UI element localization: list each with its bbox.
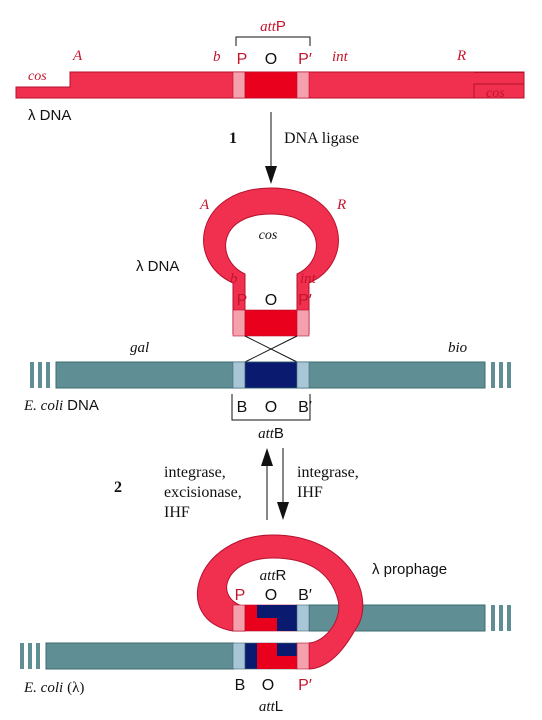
site-bprime-box [296,361,310,389]
site-pprime-label: P′ [298,51,312,68]
gene-a-label: A [72,48,83,64]
bio-label: bio [448,340,468,356]
lambda-circle-ring [203,187,339,335]
site-o-label: O [265,51,277,68]
attr-o-blue-part [257,605,297,631]
cos-left-end [16,87,70,98]
lambda-outline [15,71,525,99]
attr-site-bprime-label: B′ [298,587,312,604]
lower-ecoli-strand [45,642,235,670]
cos-right-end [474,73,524,84]
step-1: 1 DNA ligase [229,112,359,184]
prophage-ring [196,534,364,670]
step2-left-line-3: IHF [164,504,190,521]
ecoli-right-tick-3 [507,362,511,388]
upper-right-tick-3 [507,605,511,631]
circular-lambda: A R cos λ DNA b int P O P′ [136,187,346,337]
step2-number: 2 [114,479,122,496]
step2-right-line-1: integrase, [297,464,359,481]
site-b-box [232,361,246,389]
step-2: 2 integrase, excisionase, IHF integrase,… [114,448,359,521]
mid-site-p-box [232,309,246,337]
cos-right-label: cos [486,86,505,101]
linear-lambda-dna: attP cos A b P O P′ int R cos λ DNA [15,18,525,124]
attb-label: attB [258,425,284,442]
attl-o-red-part [257,643,297,669]
step2-left-line-2: excisionase, [164,484,242,501]
step2-up-arrow-head [261,448,273,466]
site-bprime-label: B′ [298,399,312,416]
mid-site-pprime-box [296,309,310,337]
mid-lambda-dna-label: λ DNA [136,258,179,275]
mid-site-pprime-label: P′ [298,292,312,309]
attl-pprime-box [296,642,310,670]
site-o2-label: O [265,399,277,416]
step2-right-line-2: IHF [297,484,323,501]
mid-site-o-label: O [265,292,277,309]
crossover [244,335,298,363]
upper-right-tick-1 [491,605,495,631]
site-b-label: B [237,399,248,416]
lambda-dna-label: λ DNA [28,107,71,124]
attr-label: attR [260,567,287,584]
step1-label: DNA ligase [284,130,359,147]
mid-gene-int-label: int [300,271,317,287]
attl-site-o-label: O [262,677,274,694]
step1-number: 1 [229,130,237,147]
site-o-box [244,71,298,99]
site-o-blue-box [244,361,298,389]
cos-left-label: cos [28,69,47,84]
mid-site-p-label: P [237,292,248,309]
attr-site-p-label: P [235,587,246,604]
integrated-prophage: λ prophage attR P O B′ B O P′ attL E. co… [20,534,511,715]
lower-left-tick-2 [28,643,32,669]
ecoli-left-tick-3 [46,362,50,388]
attr-bprime-box [296,604,310,632]
gal-label: gal [130,340,149,356]
gene-r-label: R [456,48,466,64]
lower-left-tick-3 [36,643,40,669]
step2-down-arrow-head [277,502,289,520]
ecoli-right-tick-1 [491,362,495,388]
attl-site-pprime-label: P′ [298,677,312,694]
ecoli-left-tick-1 [30,362,34,388]
ecoli-right-tick-2 [499,362,503,388]
attp-bracket [235,36,311,46]
lower-left-tick-1 [20,643,24,669]
attl-b-box [232,642,246,670]
site-p-box [232,71,246,99]
attb-bracket [231,394,311,421]
ecoli-left-tick-2 [38,362,42,388]
mid-cos-label: cos [259,228,278,243]
mid-gene-r-label: R [336,197,346,213]
attr-site-o-label: O [265,587,277,604]
step2-left-line-1: integrase, [164,464,226,481]
mid-gene-a-label: A [199,197,210,213]
mid-site-o-box [244,309,298,337]
attp-label: attP [260,18,286,35]
step1-arrow-head [265,166,277,184]
mid-gene-b-label: b [230,271,238,287]
upper-right-tick-2 [499,605,503,631]
ecoli-lambda-label: E. coli(λ) [23,680,84,696]
gene-b-label: b [213,49,221,65]
prophage-label: λ prophage [372,561,447,578]
site-p-label: P [237,51,248,68]
site-pprime-box [296,71,310,99]
attr-p-box [232,604,246,632]
gene-int-label: int [332,49,349,65]
attl-site-b-label: B [235,677,246,694]
attl-label: attL [259,698,283,715]
